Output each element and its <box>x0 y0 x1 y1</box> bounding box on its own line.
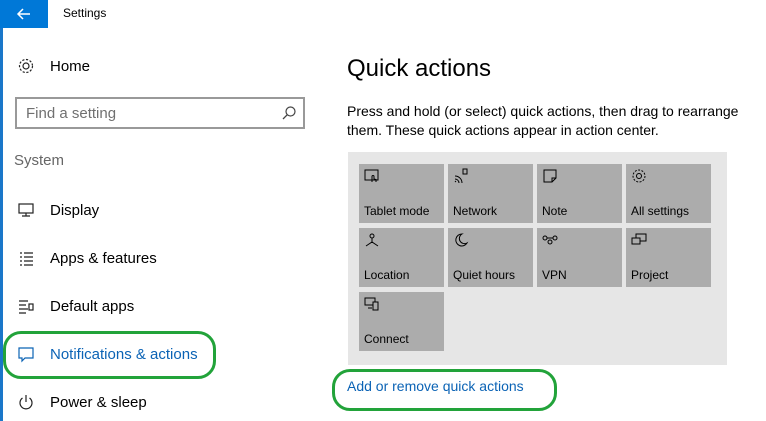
tile-label: VPN <box>542 268 567 282</box>
tile-label: Network <box>453 204 498 218</box>
search-icon[interactable] <box>281 105 297 121</box>
search-input[interactable] <box>26 102 266 124</box>
tile-note[interactable]: Note <box>537 164 622 223</box>
tile-network[interactable]: Network <box>448 164 533 223</box>
page-title: Quick actions <box>347 55 492 82</box>
default-apps-icon <box>14 294 38 318</box>
tile-label: Quiet hours <box>453 268 516 282</box>
tile-label: Location <box>364 268 410 282</box>
tile-connect[interactable]: Connect <box>359 292 444 351</box>
list-icon <box>14 246 38 270</box>
app-title: Settings <box>63 6 107 20</box>
back-button[interactable] <box>0 0 48 28</box>
power-icon <box>14 390 38 414</box>
tile-label: Note <box>542 204 568 218</box>
moon-icon <box>455 233 469 247</box>
tile-project[interactable]: Project <box>626 228 711 287</box>
tile-label: All settings <box>631 204 690 218</box>
search-field[interactable] <box>15 97 305 129</box>
sidebar-item-notifications-actions[interactable]: Notifications & actions <box>14 338 198 370</box>
sidebar-item-label: Apps & features <box>50 249 157 267</box>
sidebar-item-default-apps[interactable]: Default apps <box>14 290 134 322</box>
gear-icon <box>14 54 38 78</box>
tile-label: Tablet mode <box>364 204 430 218</box>
sidebar-home[interactable]: Home <box>14 50 90 82</box>
monitor-icon <box>14 198 38 222</box>
tile-all-settings[interactable]: All settings <box>626 164 711 223</box>
tile-label: Connect <box>364 332 409 346</box>
network-icon <box>454 168 468 184</box>
sidebar-item-power-sleep[interactable]: Power & sleep <box>14 386 147 418</box>
title-bar: Settings <box>0 0 766 28</box>
sidebar-home-label: Home <box>50 57 91 75</box>
sidebar-item-label: Default apps <box>50 297 135 315</box>
quick-actions-grid: Tablet mode Network Note All settings Lo… <box>348 152 727 365</box>
sidebar-item-label: Power & sleep <box>50 393 147 411</box>
sidebar-item-label: Notifications & actions <box>50 345 198 363</box>
back-arrow-icon <box>16 8 30 20</box>
tile-quiet-hours[interactable]: Quiet hours <box>448 228 533 287</box>
sidebar-item-apps-features[interactable]: Apps & features <box>14 242 157 274</box>
page-description: Press and hold (or select) quick actions… <box>347 103 739 138</box>
tablet-mode-icon <box>364 169 379 182</box>
add-remove-quick-actions-link[interactable]: Add or remove quick actions <box>347 378 524 394</box>
tile-tablet-mode[interactable]: Tablet mode <box>359 164 444 223</box>
tile-location[interactable]: Location <box>359 228 444 287</box>
note-icon <box>543 169 557 183</box>
location-icon <box>365 233 379 247</box>
window-edge <box>0 0 3 421</box>
connect-icon <box>364 297 379 311</box>
vpn-icon <box>542 235 558 245</box>
gear-icon <box>632 169 646 183</box>
section-label-system: System <box>14 152 65 169</box>
project-icon <box>631 233 647 245</box>
sidebar-item-display[interactable]: Display <box>14 194 99 226</box>
message-icon <box>14 342 38 366</box>
tile-vpn[interactable]: VPN <box>537 228 622 287</box>
tile-label: Project <box>631 268 669 282</box>
sidebar-item-label: Display <box>50 201 100 219</box>
